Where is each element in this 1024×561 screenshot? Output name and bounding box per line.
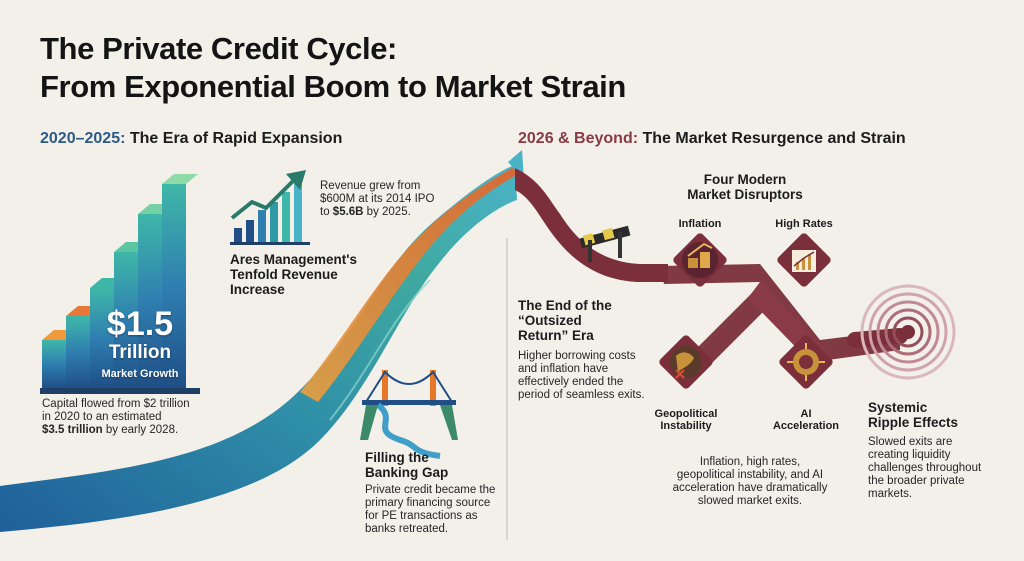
banking-gap-text: Private credit became the primary financ… [365,484,496,535]
page-title: The Private Credit Cycle: From Exponenti… [40,31,626,104]
ripple-heading: Systemic Ripple Effects [868,400,959,430]
ripple-target-icon [860,284,956,380]
ares-revenue-text: Revenue grew from $600M at its 2014 IPO … [320,180,435,218]
diamond-geopolitical [659,335,713,389]
left-section-header: 2020–2025: The Era of Rapid Expansion [40,130,343,147]
growth-wave-accent [300,166,515,402]
wave-highlight [329,279,431,421]
disruptors-caption: Inflation, high rates, geopolitical inst… [672,456,828,507]
ares-heading: Ares Management's Tenfold Revenue Increa… [230,252,358,297]
diamond-ai [779,335,833,389]
label-ai: AI Acceleration [772,408,840,432]
roadblock-icon [579,225,631,262]
label-inflation: Inflation [678,218,722,230]
disruptors-title: Four Modern Market Disruptors [687,172,803,202]
capital-flow-text: Capital flowed from $2 trillion in 2020 … [42,398,190,436]
banking-gap-heading: Filling the Banking Gap [365,450,449,480]
right-section-header: 2026 & Beyond: The Market Resurgence and… [518,130,906,147]
stat-caption: Market Growth [101,368,179,380]
diamond-inflation [673,233,727,287]
end-era-text: Higher borrowing costs and inflation hav… [518,350,645,401]
ripple-text: Slowed exits are creating liquidity chal… [868,436,982,500]
diamond-high-rates [777,233,831,287]
stat-value: $1.5 [106,305,174,343]
bridge-icon [360,370,458,459]
decline-path [515,168,668,282]
stat-unit: Trillion [108,342,172,363]
label-high-rates: High Rates [775,218,833,230]
revenue-growth-icon [230,170,310,245]
label-geopolitical: Geopolitical Instability [654,408,718,432]
bar-chart-tower [40,174,200,394]
end-era-heading: The End of the “Outsized Return” Era [518,298,612,343]
